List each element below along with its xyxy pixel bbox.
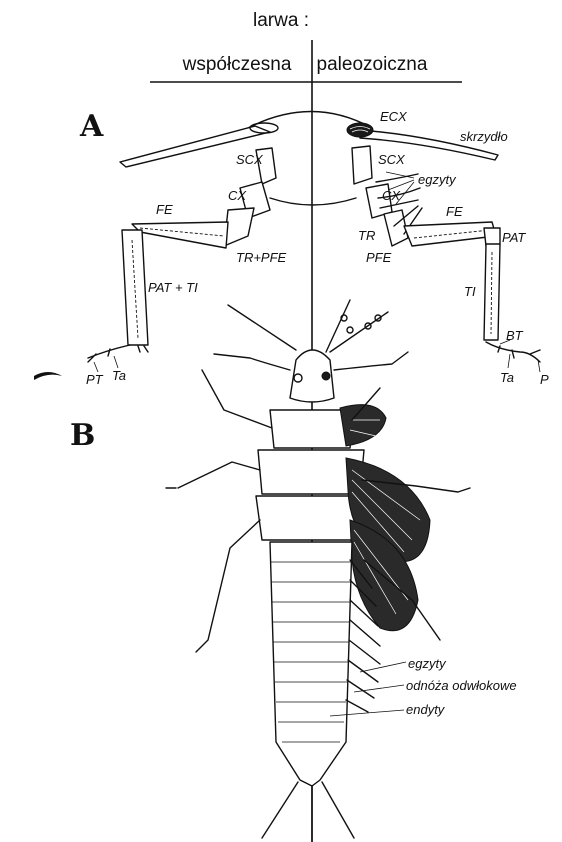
label-cx-right: CX (382, 188, 401, 203)
label-pat-ti: PAT + TI (148, 280, 198, 295)
label-ti: TI (464, 284, 476, 299)
left-leg-1 (202, 370, 272, 428)
ta-right-leader (508, 354, 510, 368)
left-leg-2 (166, 462, 260, 488)
header-wspolczesna: współczesna (182, 54, 292, 75)
label-ta-right: Ta (500, 370, 514, 385)
egzyty-bottom-leader (360, 662, 406, 672)
label-pat-right: PAT (502, 230, 526, 245)
antenna-bead (347, 327, 353, 333)
title-larwa: larwa : (253, 10, 309, 31)
label-tr: TR (358, 228, 375, 243)
pt-leader (94, 362, 98, 372)
left-antenna (228, 305, 296, 350)
label-skrzydlo: skrzydło (460, 129, 508, 144)
stray-mark (34, 372, 62, 380)
label-bt: BT (506, 328, 524, 343)
label-scx-left: SCX (236, 152, 264, 167)
label-fe-right: FE (446, 204, 463, 219)
label-ta-left: Ta (112, 368, 126, 383)
panel-label-b: B (70, 418, 95, 453)
label-p: P (540, 372, 549, 387)
left-femur (132, 222, 228, 248)
right-eye (322, 372, 330, 380)
ta-left-leader (114, 356, 118, 368)
header-paleozoiczna: paleozoiczna (317, 54, 428, 75)
label-odnoza-odwlokowe: odnóża odwłokowe (406, 678, 517, 693)
thorax-base (270, 198, 356, 205)
odnoza-leader (354, 685, 404, 692)
right-tarsus (486, 342, 540, 362)
label-cx-left: CX (228, 188, 247, 203)
label-fe-left: FE (156, 202, 173, 217)
right-cercus (322, 782, 354, 838)
palp-right (334, 352, 408, 370)
label-endyty: endyty (406, 702, 446, 717)
label-ecx: ECX (380, 109, 408, 124)
right-scx (352, 146, 372, 184)
label-egzyty-top: egzyty (418, 172, 457, 187)
label-pfe: PFE (366, 250, 392, 265)
label-egzyty-bottom: egzyty (408, 656, 447, 671)
right-antenna (326, 300, 388, 352)
label-tr-pfe: TR+PFE (236, 250, 287, 265)
left-leg-3 (196, 520, 260, 652)
left-tarsus (88, 345, 148, 362)
left-tr (224, 208, 254, 246)
left-cercus (262, 782, 298, 838)
label-scx-right: SCX (378, 152, 406, 167)
label-pt: PT (86, 372, 104, 387)
abdomen (270, 542, 352, 786)
pronotal-lobe (340, 405, 386, 446)
palp-left (214, 354, 290, 370)
metathorax (256, 496, 364, 540)
panel-label-a: A (79, 109, 104, 144)
